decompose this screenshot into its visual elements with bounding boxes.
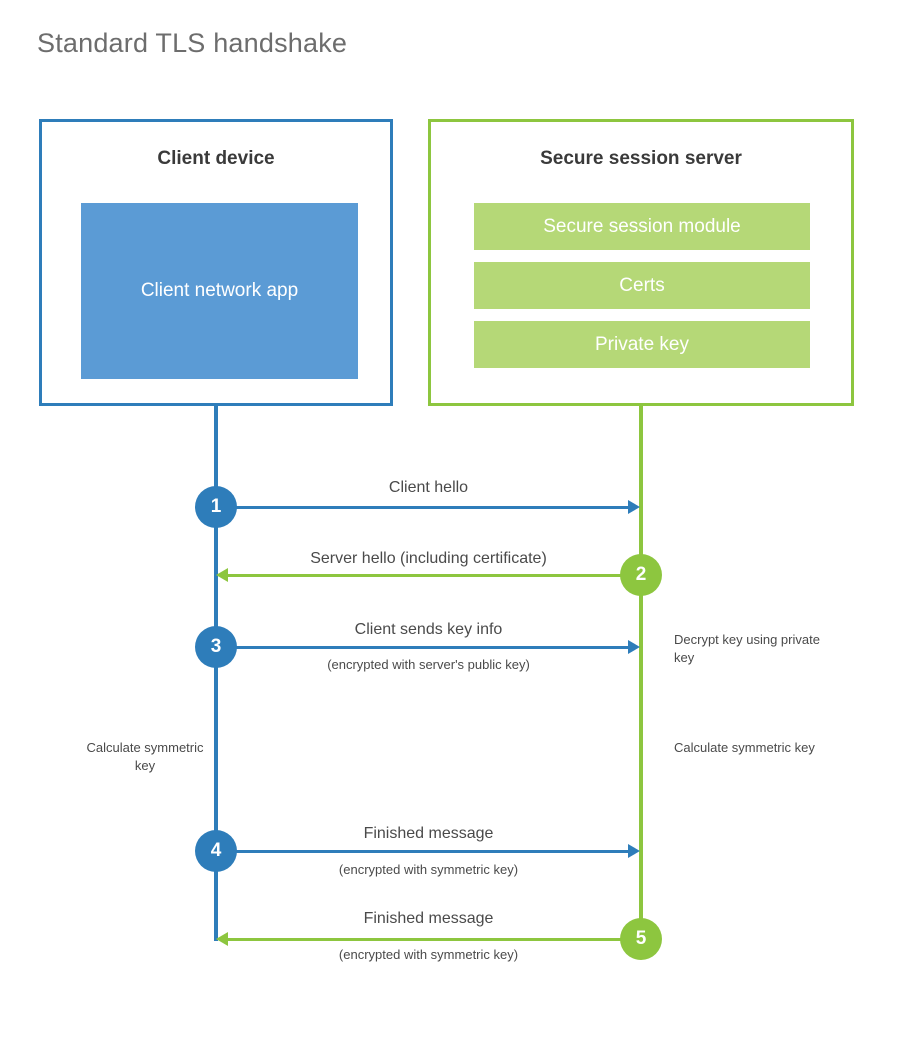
client-network-app-block: Client network app <box>81 203 358 379</box>
step-3-message-label: Client sends key info <box>354 621 503 638</box>
step-5-circle: 5 <box>620 918 662 960</box>
step-3-circle: 3 <box>195 626 237 668</box>
step-4-message-sublabel: (encrypted with symmetric key) <box>338 862 519 877</box>
secure-session-server-title: Secure session server <box>540 148 742 169</box>
server-lifeline <box>639 404 643 941</box>
client-device-box: Client device Client network app <box>39 119 393 406</box>
secure-session-server-box: Secure session server Secure session mod… <box>428 119 854 406</box>
step-4-message-label: Finished message <box>363 825 494 842</box>
server-component-secure-session-module: Secure session module <box>474 203 810 250</box>
client-lifeline <box>214 404 218 941</box>
client-device-title: Client device <box>157 148 275 169</box>
server-component-certs: Certs <box>474 262 810 309</box>
server-decrypt-annotation: Decrypt key using private key <box>674 632 820 665</box>
server-component-private-key: Private key <box>474 321 810 368</box>
step-3-arrow-shaft <box>216 646 630 649</box>
step-5-message-sublabel: (encrypted with symmetric key) <box>338 947 519 962</box>
step-2-arrow-shaft <box>228 574 641 577</box>
step-1-arrow-head-icon <box>628 500 640 514</box>
step-5-arrow-head-icon <box>216 932 228 946</box>
step-4-arrow-head-icon <box>628 844 640 858</box>
step-3-message-sublabel: (encrypted with server's public key) <box>327 657 530 672</box>
step-1-circle: 1 <box>195 486 237 528</box>
step-5-arrow-shaft <box>228 938 641 941</box>
step-3-arrow-head-icon <box>628 640 640 654</box>
step-4-arrow-shaft <box>216 850 630 853</box>
step-5-message-label: Finished message <box>363 910 494 927</box>
step-4-circle: 4 <box>195 830 237 872</box>
step-1-arrow-shaft <box>216 506 630 509</box>
client-calculate-symmetric-key-annotation: Calculate symmetric key <box>86 740 204 773</box>
server-components-list: Secure session module Certs Private key <box>474 203 810 368</box>
step-2-circle: 2 <box>620 554 662 596</box>
step-1-message-label: Client hello <box>388 479 469 496</box>
server-calculate-symmetric-key-annotation: Calculate symmetric key <box>674 740 815 755</box>
step-2-arrow-head-icon <box>216 568 228 582</box>
step-2-message-label: Server hello (including certificate) <box>310 550 547 567</box>
page-title: Standard TLS handshake <box>37 28 348 58</box>
